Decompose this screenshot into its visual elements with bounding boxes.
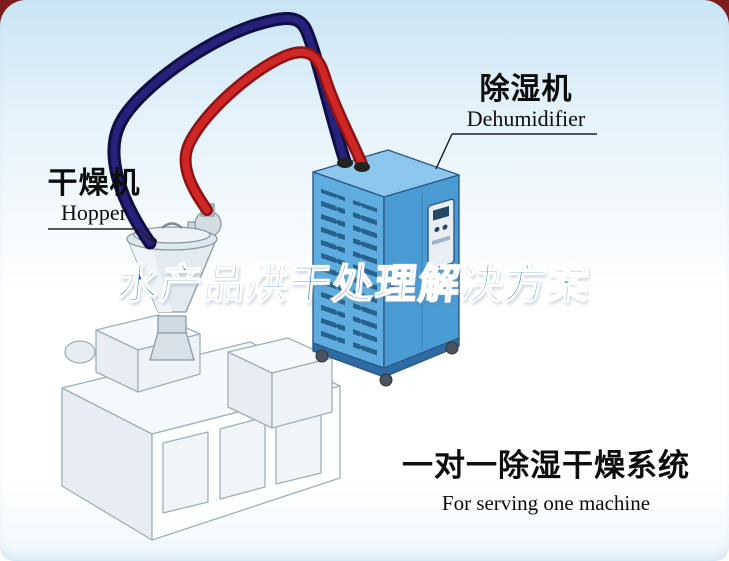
hopper-label-cn: 干燥机 (47, 167, 141, 200)
pipe-red (179, 46, 368, 216)
hopper-label: 干燥机 Hopper (36, 168, 152, 226)
dehumidifier-label: 除湿机 Dehumidifier (448, 74, 604, 132)
pipe-fitting-red (354, 162, 370, 172)
dehumidifier-label-en: Dehumidifier (466, 105, 586, 131)
dehumidifier-illustration (312, 149, 460, 387)
dehumidifier-label-cn: 除湿机 (479, 73, 573, 106)
pipe-fitting-navy (337, 158, 353, 168)
system-caption-en: For serving one machine (441, 490, 651, 515)
system-caption-cn: 一对一除湿干燥系统 (402, 448, 690, 483)
label-leader-lines (48, 133, 597, 245)
hopper-label-en: Hopper (61, 199, 127, 225)
extruder-illustration (61, 314, 341, 541)
system-caption: 一对一除湿干燥系统 For serving one machine (400, 448, 692, 516)
watermark-title: 水产品烘干处理解决方案 (114, 260, 593, 308)
